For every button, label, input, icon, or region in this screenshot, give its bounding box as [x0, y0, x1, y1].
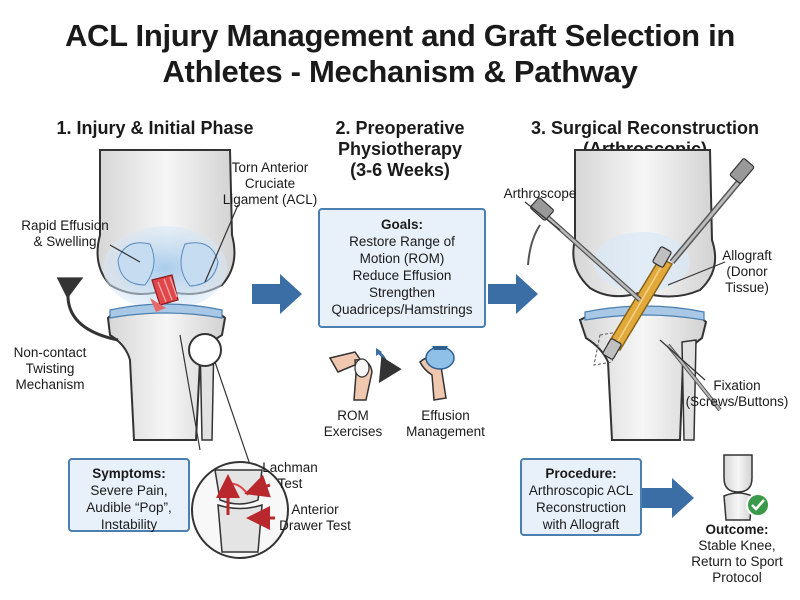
title-line-2: Athletes - Mechanism & Pathway [162, 54, 638, 89]
procedure-box: Procedure: Arthroscopic ACL Reconstructi… [520, 458, 642, 536]
label-rom: ROM Exercises [323, 408, 383, 439]
label-arthroscope: Arthroscope [503, 186, 577, 201]
outcome-text: Outcome: Stable Knee, Return to Sport Pr… [691, 522, 783, 585]
diagram-title: ACL Injury Management and Graft Selectio… [0, 18, 800, 90]
clinical-tests-illustration [191, 461, 289, 559]
injured-knee-illustration [56, 149, 263, 501]
label-mechanism: Non-contact Twisting Mechanism [13, 345, 87, 392]
twist-arrow-icon [56, 277, 119, 342]
rom-exercise-icon [328, 348, 402, 401]
label-effusion-management: Effusion Management [406, 408, 485, 439]
stable-knee-icon [723, 454, 770, 521]
title-line-1: ACL Injury Management and Graft Selectio… [64, 18, 736, 53]
phase-1-heading: 1. Injury & Initial Phase [56, 118, 254, 138]
goals-box: Goals: Restore Range of Motion (ROM) Red… [318, 208, 486, 328]
label-lachman: Lachman Test [262, 460, 318, 491]
label-torn-acl: Torn Anterior Cruciate Ligament (ACL) [222, 160, 318, 207]
label-effusion: Rapid Effusion & Swelling [21, 218, 109, 249]
phase-2-heading: 2. Preoperative Physiotherapy (3-6 Weeks… [335, 118, 465, 180]
label-fixation: Fixation (Screws/Buttons) [685, 378, 789, 409]
flow-arrow-2-icon [488, 274, 538, 314]
label-allograft: Allograft (Donor Tissue) [722, 248, 772, 295]
reconstructed-knee-illustration [524, 149, 755, 441]
label-drawer: Anterior Drawer Test [279, 502, 351, 533]
flow-arrow-3-icon [642, 478, 694, 518]
ice-pack-icon [419, 346, 455, 401]
flow-arrow-1-icon [252, 274, 302, 314]
symptoms-box: Symptoms: Severe Pain, Audible “Pop”, In… [68, 458, 190, 532]
